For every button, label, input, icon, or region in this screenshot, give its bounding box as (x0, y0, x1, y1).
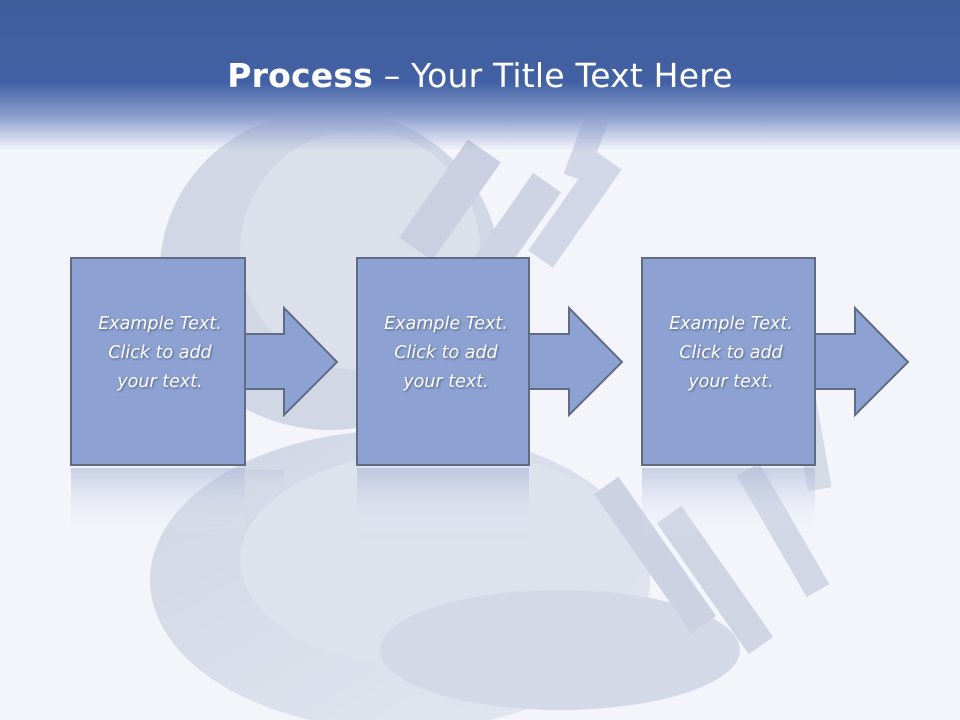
title-bold: Process (227, 56, 374, 95)
text-box (356, 257, 530, 466)
arrow-icon (242, 305, 339, 418)
text-box (641, 257, 816, 466)
arrow-icon (812, 305, 910, 418)
header-band (0, 0, 960, 150)
process-step-2[interactable]: Example Text. Click to add your text. (356, 257, 702, 558)
step-text[interactable]: Example Text. Click to add your text. (669, 314, 793, 392)
step-shape (356, 257, 624, 538)
slide-title: Process – Your Title Text Here (0, 55, 960, 97)
text-box (70, 257, 246, 466)
process-step-1[interactable]: Example Text. Click to add your text. (70, 257, 416, 558)
step-text[interactable]: Example Text. Click to add your text. (98, 314, 222, 392)
title-rest: – Your Title Text Here (373, 56, 733, 95)
arrow-icon (526, 305, 624, 418)
step-shape (70, 257, 339, 538)
step-text[interactable]: Example Text. Click to add your text. (384, 314, 508, 392)
step-shape (641, 257, 910, 538)
process-step-3[interactable]: Example Text. Click to add your text. (641, 257, 960, 558)
